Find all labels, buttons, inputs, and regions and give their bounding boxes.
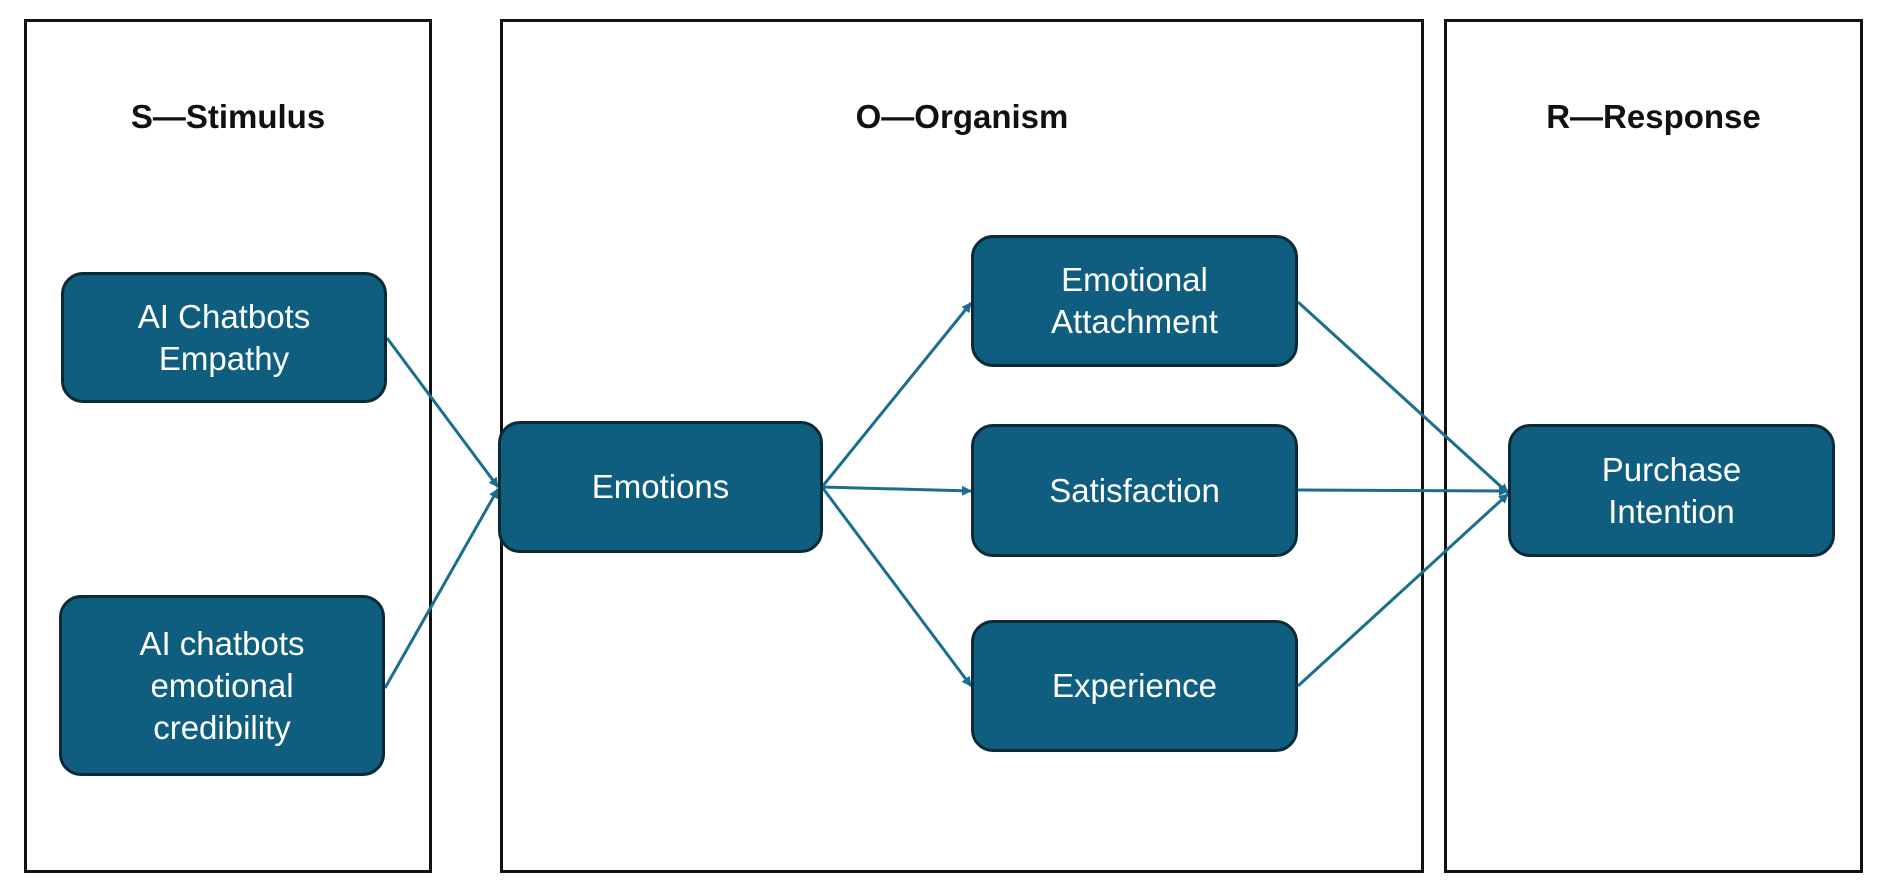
node-ai-chatbots-empathy: AI Chatbots Empathy	[61, 272, 387, 403]
node-emotional-attachment-label: Emotional Attachment	[1051, 261, 1218, 340]
stimulus-panel-title: S—Stimulus	[130, 98, 326, 135]
response-panel-title: R—Response	[1546, 98, 1761, 135]
arrow-experience-to-purchase	[1296, 492, 1510, 688]
node-ai-chatbots-emotional-credibility-label: AI chatbots emotional credibility	[139, 624, 305, 746]
node-purchase-intention: Purchase Intention	[1508, 424, 1835, 557]
node-satisfaction-label: Satisfaction	[1049, 471, 1220, 509]
node-emotions-label: Emotions	[591, 468, 730, 505]
node-ai-chatbots-emotional-credibility: AI chatbots emotional credibility	[59, 595, 385, 776]
arrow-emotions-to-satisfaction	[821, 485, 972, 496]
node-satisfaction: Satisfaction	[971, 424, 1298, 557]
arrow-attachment-to-purchase	[1296, 300, 1510, 495]
node-emotional-attachment: Emotional Attachment	[971, 235, 1298, 367]
node-purchase-intention-label: Purchase Intention	[1601, 450, 1742, 530]
arrow-emotions-to-experience	[820, 486, 973, 687]
node-experience-label: Experience	[1051, 667, 1218, 704]
node-ai-chatbots-empathy-label: AI Chatbots Empathy	[137, 297, 311, 377]
arrow-empathy-to-emotions	[385, 337, 500, 488]
arrow-emotions-to-attachment	[820, 302, 973, 488]
organism-panel-title: O—Organism	[855, 98, 1069, 135]
node-emotions: Emotions	[498, 421, 823, 553]
arrow-satisfaction-to-purchase	[1297, 485, 1509, 496]
arrow-credibility-to-emotions	[383, 488, 500, 689]
node-experience: Experience	[971, 620, 1298, 752]
